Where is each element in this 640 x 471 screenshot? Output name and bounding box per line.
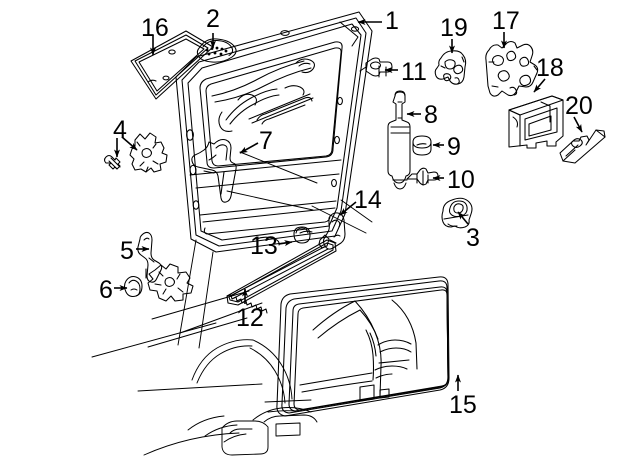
part-18-latch-cover-housing <box>508 95 564 149</box>
callout-5: 5 <box>120 237 134 265</box>
part-19-latch-actuator-motor <box>434 50 467 85</box>
part-12-sill-trim-moulding <box>226 239 337 314</box>
callout-13: 13 <box>250 232 278 260</box>
callout-16: 16 <box>141 14 169 42</box>
part-10-ball-stud-lower <box>406 167 439 186</box>
callout-9: 9 <box>447 133 461 161</box>
part-15-liftgate-weatherstrip-seal <box>276 276 450 417</box>
part-5b-hinge-body <box>147 263 194 302</box>
callout-10: 10 <box>447 166 475 194</box>
part-1-liftgate-panel-assembly <box>175 11 373 253</box>
callout-19: 19 <box>440 14 468 42</box>
callout-1: 1 <box>385 7 399 35</box>
part-8-gas-lift-support-strut <box>387 90 411 190</box>
callout-8: 8 <box>424 101 438 129</box>
part-13-trim-plug-cap <box>293 226 311 244</box>
part-9-strut-retainer-clip <box>412 135 432 156</box>
callout-3: 3 <box>466 224 480 252</box>
callout-20: 20 <box>565 92 593 120</box>
callout-12: 12 <box>236 304 264 332</box>
part-7-inner-reinforcement-bracket <box>191 138 318 211</box>
callout-18: 18 <box>536 54 564 82</box>
part-5-lower-hinge-bracket <box>137 231 163 283</box>
callout-11: 11 <box>401 58 427 86</box>
callout-7: 7 <box>259 127 273 155</box>
callout-14: 14 <box>354 186 382 214</box>
part-17-latch-assembly <box>485 40 539 97</box>
callout-6: 6 <box>99 276 113 304</box>
callout-2: 2 <box>206 5 220 33</box>
part-11-ball-stud-upper <box>359 57 393 78</box>
callout-15: 15 <box>449 391 477 419</box>
part-4-hinge-bracket-and-bolt <box>103 132 168 173</box>
part-6-hinge-bushing-cap <box>123 275 143 298</box>
callout-17: 17 <box>492 7 520 35</box>
part-20-striker-plate <box>559 129 606 164</box>
vehicle-body-context <box>91 239 318 456</box>
callout-4: 4 <box>113 116 127 144</box>
part-2-applique-emblem-pad <box>196 38 237 63</box>
